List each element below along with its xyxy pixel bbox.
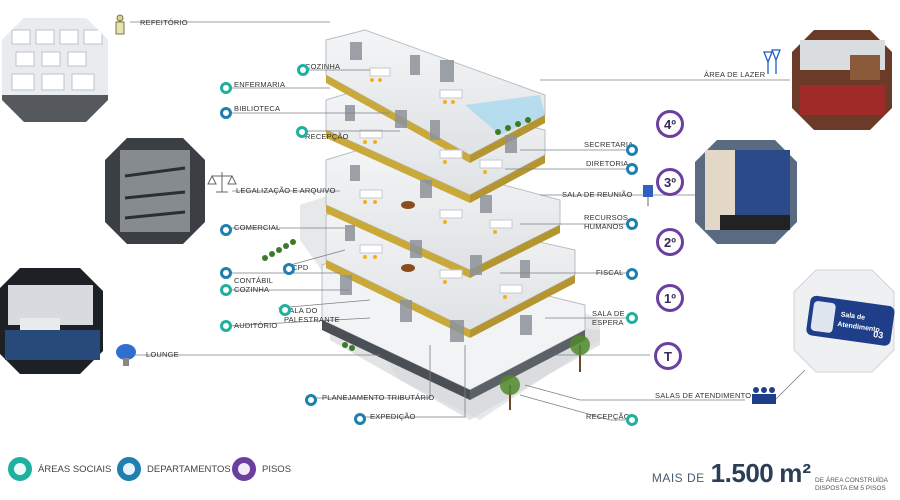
area-note-line-2: DISPOSTA EM 5 PISOS <box>815 485 886 492</box>
floor-badge-2: 3º <box>656 168 684 196</box>
person-icon <box>115 14 125 35</box>
area-note-line-1: DE ÁREA CONSTRUÍDA <box>815 477 888 484</box>
sign-line-1: Sala de <box>840 311 865 321</box>
social-marker-icon <box>297 64 309 76</box>
label-biblioteca: BIBLIOTECA <box>234 104 281 113</box>
photo-area-lazer <box>792 30 892 130</box>
label-diretoria: DIRETORIA <box>586 159 629 168</box>
area-unit: m² <box>779 458 812 488</box>
people-group-icon <box>752 387 776 404</box>
department-marker-icon <box>220 107 232 119</box>
floor-badge-label: 2º <box>664 234 676 250</box>
floor-stack <box>262 29 590 410</box>
floor-badge-4: 1º <box>656 284 684 312</box>
social-marker-icon <box>626 312 638 324</box>
department-marker-icon <box>220 224 232 236</box>
department-marker-icon <box>283 263 295 275</box>
label-recepcao-bottom: RECEPÇÃO <box>586 412 630 421</box>
label-cozinha-top: COZINHA <box>305 62 341 71</box>
label-sala-reuniao: SALA DE REUNIÃO <box>562 190 633 199</box>
legend-departments: DEPARTAMENTOS <box>117 457 231 481</box>
social-ring-icon <box>8 457 32 481</box>
department-marker-icon <box>626 218 638 230</box>
area-summary: MAIS DE 1.500 m² DE ÁREA CONSTRUÍDA DISP… <box>652 458 888 493</box>
department-marker-icon <box>220 267 232 279</box>
label-area-lazer: ÁREA DE LAZER <box>704 70 766 79</box>
label-salas-atendimento: SALAS DE ATENDIMENTO <box>655 391 752 400</box>
lounge-chair-icon <box>116 344 136 366</box>
legend-floors: PISOS <box>232 457 291 481</box>
label-planejamento: PLANEJAMENTO TRIBUTÁRIO <box>322 393 435 402</box>
floor-ring-icon <box>232 457 256 481</box>
social-marker-icon <box>626 414 638 426</box>
legend-floors-label: PISOS <box>262 463 292 475</box>
coffee-cups <box>401 201 415 272</box>
legend-departments-label: DEPARTAMENTOS <box>147 463 231 475</box>
plants <box>262 117 531 351</box>
floor-badge-1: 4º <box>656 110 684 138</box>
label-lounge: LOUNGE <box>146 350 179 359</box>
label-cozinha-bottom: COZINHA <box>234 285 270 294</box>
social-marker-icon <box>296 126 308 138</box>
label-sala-espera: SALA DE ESPERA <box>592 309 625 327</box>
label-legalizacao: LEGALIZAÇÃO E ARQUIVO <box>236 186 336 195</box>
label-cpd: CPD <box>292 263 309 272</box>
social-marker-icon <box>220 284 232 296</box>
area-value: 1.500 <box>710 458 774 488</box>
floor-badge-label: 3º <box>664 174 676 190</box>
office-chair-icon <box>643 185 653 206</box>
label-secretaria: SECRETARIA <box>584 140 634 149</box>
legend-social-label: ÁREAS SOCIAIS <box>38 463 112 475</box>
palm-trees <box>500 335 590 410</box>
photo-sala-reuniao <box>695 140 797 244</box>
floor-badge-label: 4º <box>664 116 676 132</box>
social-marker-icon <box>220 320 232 332</box>
photo-legalizacao <box>105 138 205 244</box>
wine-glasses-icon <box>763 49 781 74</box>
interior-walls <box>340 42 532 342</box>
label-comercial: COMERCIAL <box>234 223 281 232</box>
social-marker-icon <box>220 82 232 94</box>
label-sala-palestrante: SALA DO PALESTRANTE <box>284 306 340 324</box>
area-note: DE ÁREA CONSTRUÍDA DISPOSTA EM 5 PISOS <box>815 477 888 493</box>
department-marker-icon <box>626 268 638 280</box>
photo-sala-atendimento: Sala de Atendimento 03 <box>793 269 895 373</box>
label-contabil: CONTÁBIL <box>234 276 274 285</box>
label-expedicao: EXPEDIÇÃO <box>370 412 416 421</box>
social-marker-icon <box>279 304 291 316</box>
department-marker-icon <box>626 144 638 156</box>
floor-badge-3: 2º <box>656 228 684 256</box>
label-auditorio: AUDITÓRIO <box>234 321 278 330</box>
floor-badge-5: T <box>654 342 682 370</box>
scale-icon <box>207 172 237 193</box>
chairs <box>363 78 507 299</box>
department-marker-icon <box>305 394 317 406</box>
floor-badge-label: 1º <box>664 290 676 306</box>
label-enfermaria: ENFERMARIA <box>234 80 286 89</box>
label-recepcao-top: RECEPÇÃO <box>305 132 349 141</box>
floor-badge-label: T <box>664 348 672 364</box>
label-recursos-humanos: RECURSOS HUMANOS <box>584 213 629 231</box>
department-ring-icon <box>117 457 141 481</box>
photo-refeitorio <box>2 18 108 122</box>
legend-social: ÁREAS SOCIAIS <box>8 457 111 481</box>
desks <box>359 67 523 294</box>
sign-line-3: 03 <box>873 329 884 340</box>
label-refeitorio: REFEITÓRIO <box>140 18 188 27</box>
area-prefix: MAIS DE <box>651 471 705 485</box>
department-marker-icon <box>354 413 366 425</box>
photo-lounge <box>0 268 103 374</box>
label-fiscal: FISCAL <box>596 268 624 277</box>
department-marker-icon <box>626 163 638 175</box>
